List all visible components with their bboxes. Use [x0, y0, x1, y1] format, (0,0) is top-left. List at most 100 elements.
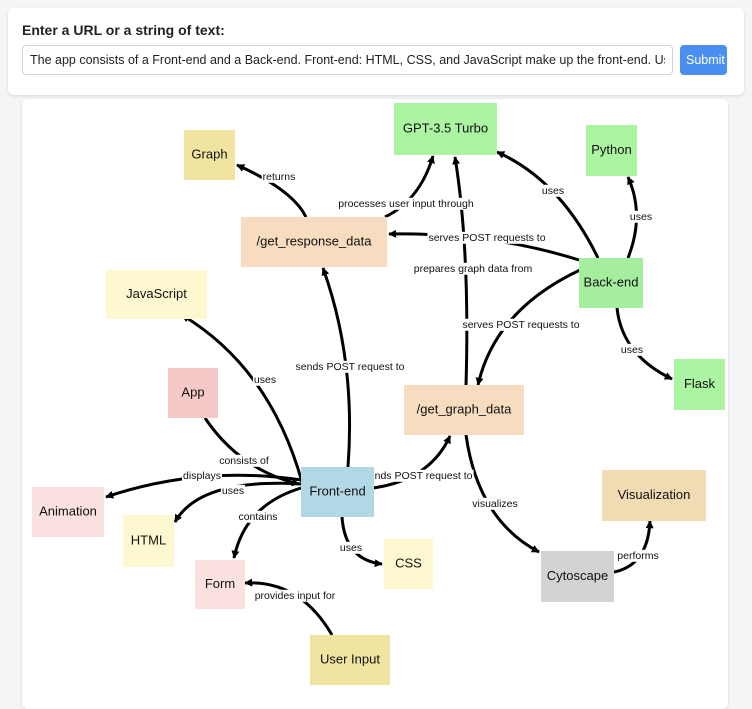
- node-animation[interactable]: Animation: [32, 487, 104, 537]
- edge-label-cytoscape-to-visualization: performs: [616, 549, 660, 562]
- edge-get_graph_data-to-gpt[interactable]: [452, 156, 469, 386]
- node-box[interactable]: [586, 125, 637, 176]
- node-label: Animation: [39, 503, 97, 518]
- node-box[interactable]: [168, 368, 218, 418]
- svg-text:visualizes: visualizes: [472, 498, 518, 510]
- svg-text:provides input for: provides input for: [255, 590, 336, 602]
- node-label: App: [181, 384, 204, 399]
- node-get-response-data[interactable]: /get_response_data: [241, 217, 387, 267]
- edge-get_graph_data-to-cytoscape[interactable]: [464, 434, 540, 554]
- node-label: Python: [591, 142, 631, 157]
- svg-text:sends POST request to: sends POST request to: [364, 470, 473, 482]
- node-label: User Input: [320, 651, 380, 666]
- node-label: Form: [205, 576, 235, 591]
- graph-canvas[interactable]: returns processes user input through uses u…: [22, 99, 728, 709]
- node-form[interactable]: Form: [195, 560, 245, 609]
- node-box[interactable]: [394, 103, 497, 155]
- svg-text:consists of: consists of: [219, 455, 269, 467]
- node-box[interactable]: [384, 539, 433, 589]
- edge-label-frontend-to-get_response_data: sends POST request to: [294, 360, 406, 373]
- edge-label-frontend-to-animation: displays: [182, 469, 222, 482]
- node-frontend[interactable]: Front-end: [301, 467, 374, 517]
- node-label: Graph: [191, 146, 227, 161]
- node-flask[interactable]: Flask: [674, 359, 725, 410]
- node-graph[interactable]: Graph: [184, 130, 235, 180]
- edge-label-frontend-to-form: contains: [237, 510, 279, 523]
- node-app[interactable]: App: [168, 368, 218, 418]
- node-box[interactable]: [241, 217, 387, 267]
- edge-label-backend-to-gpt: uses: [540, 184, 566, 197]
- svg-text:uses: uses: [630, 211, 652, 223]
- svg-text:uses: uses: [542, 185, 564, 197]
- node-box[interactable]: [106, 270, 207, 319]
- node-javascript[interactable]: JavaScript: [106, 270, 207, 319]
- node-label: GPT-3.5 Turbo: [403, 120, 488, 135]
- edge-get_response_data-to-graph[interactable]: [236, 163, 308, 218]
- submit-button[interactable]: Submit: [680, 45, 727, 75]
- node-gpt[interactable]: GPT-3.5 Turbo: [394, 103, 497, 155]
- node-box[interactable]: [310, 635, 390, 685]
- node-box[interactable]: [301, 467, 374, 517]
- edge-cytoscape-to-visualization[interactable]: [613, 520, 654, 574]
- node-box[interactable]: [404, 385, 524, 435]
- svg-text:uses: uses: [222, 485, 244, 497]
- svg-text:prepares graph data from: prepares graph data from: [414, 263, 533, 275]
- edge-frontend-to-css[interactable]: [340, 516, 383, 568]
- edge-label-frontend-to-javascript: uses: [252, 373, 278, 386]
- node-box[interactable]: [579, 258, 643, 308]
- edge-label-get_response_data-to-graph: returns: [261, 170, 297, 183]
- node-html[interactable]: HTML: [123, 515, 174, 567]
- node-backend[interactable]: Back-end: [579, 258, 643, 308]
- edge-label-frontend-to-get_graph_data: sends POST request to: [362, 469, 474, 482]
- node-user-input[interactable]: User Input: [310, 635, 390, 685]
- node-visualization[interactable]: Visualization: [602, 470, 706, 521]
- svg-text:sends POST request to: sends POST request to: [296, 361, 405, 373]
- node-python[interactable]: Python: [586, 125, 637, 176]
- svg-text:displays: displays: [183, 470, 221, 482]
- svg-text:serves POST requests to: serves POST requests to: [462, 319, 579, 331]
- svg-text:serves POST requests to: serves POST requests to: [428, 232, 545, 244]
- node-cytoscape[interactable]: Cytoscape: [541, 551, 614, 602]
- prompt-label: Enter a URL or a string of text:: [22, 22, 225, 38]
- edge-label-get_response_data-to-gpt: processes user input through: [337, 197, 475, 210]
- edge-label-backend-to-python: uses: [628, 210, 654, 223]
- svg-text:uses: uses: [340, 542, 362, 554]
- svg-text:contains: contains: [238, 511, 277, 523]
- node-label: Front-end: [309, 483, 365, 498]
- svg-text:uses: uses: [254, 374, 276, 386]
- node-label: Back-end: [584, 274, 639, 289]
- input-panel: Enter a URL or a string of text: Submit: [8, 8, 744, 95]
- svg-text:performs: performs: [617, 550, 658, 562]
- node-box[interactable]: [32, 487, 104, 537]
- node-box[interactable]: [184, 130, 235, 180]
- edge-label-backend-to-get_response_data: serves POST requests to: [427, 231, 547, 244]
- url-text-input[interactable]: [22, 45, 673, 75]
- node-box[interactable]: [674, 359, 725, 410]
- node-box[interactable]: [195, 560, 245, 609]
- node-label: Flask: [684, 376, 716, 391]
- svg-text:uses: uses: [621, 344, 643, 356]
- edge-label-get_graph_data-to-gpt: prepares graph data from: [412, 262, 534, 275]
- edge-get_response_data-to-gpt[interactable]: [384, 155, 435, 219]
- node-get-graph-data[interactable]: /get_graph_data: [404, 385, 524, 435]
- node-css[interactable]: CSS: [384, 539, 433, 589]
- edge-frontend-to-form[interactable]: [231, 486, 302, 559]
- node-label: Cytoscape: [547, 568, 608, 583]
- node-label: /get_graph_data: [417, 401, 512, 416]
- node-label: Visualization: [618, 487, 691, 502]
- edge-label-app-to-frontend: consists of: [218, 454, 270, 467]
- svg-text:processes user input through: processes user input through: [338, 198, 474, 210]
- node-label: JavaScript: [126, 286, 187, 301]
- edge-label-backend-to-flask: uses: [619, 343, 645, 356]
- node-box[interactable]: [602, 470, 706, 521]
- node-box[interactable]: [123, 515, 174, 567]
- svg-text:returns: returns: [263, 171, 296, 183]
- edge-label-backend-to-get_graph_data: serves POST requests to: [461, 318, 581, 331]
- edge-label-frontend-to-html: uses: [220, 484, 246, 497]
- node-label: HTML: [131, 532, 166, 547]
- node-box[interactable]: [541, 551, 614, 602]
- knowledge-graph[interactable]: returns processes user input through uses u…: [22, 99, 728, 709]
- node-label: /get_response_data: [257, 233, 373, 248]
- edge-label-user_input-to-form: provides input for: [253, 589, 337, 602]
- edge-frontend-to-html[interactable]: [173, 481, 302, 523]
